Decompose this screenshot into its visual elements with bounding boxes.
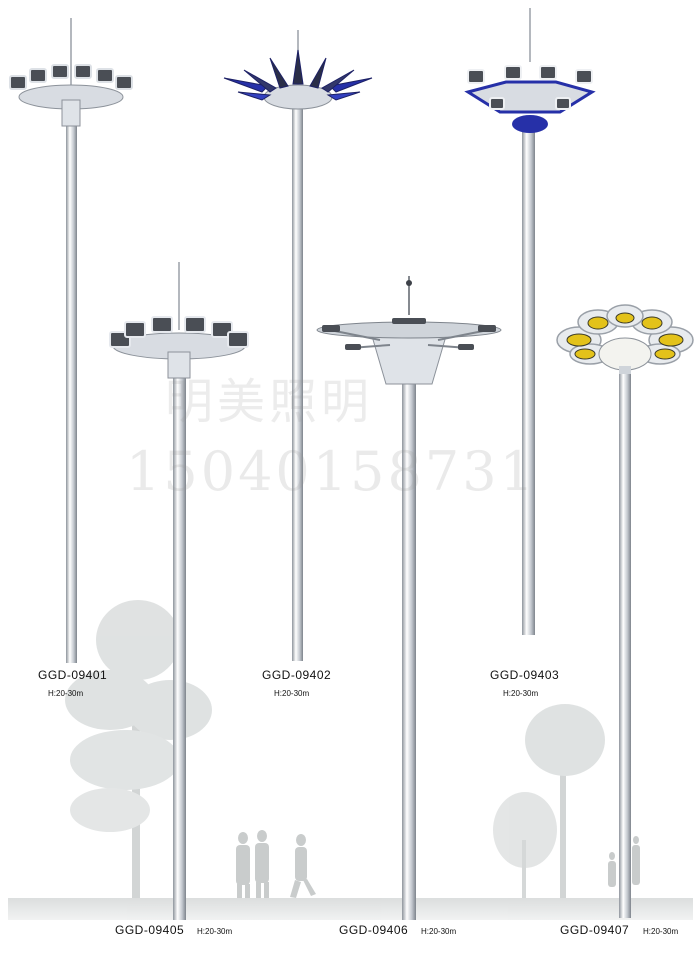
- model-label-ggd-09406: GGD-09406: [339, 923, 409, 937]
- lamp-ggd-09402: [223, 30, 373, 661]
- floodlight-heads: [9, 64, 133, 90]
- pole: [173, 360, 186, 920]
- model-label-ggd-09403: GGD-09403: [490, 668, 560, 682]
- model-label-ggd-09405: GGD-09405: [115, 923, 185, 937]
- lamp-ggd-09403: [464, 8, 596, 635]
- pedestrians: [236, 830, 640, 900]
- tree-left: [65, 600, 212, 905]
- floodlight-heads: [109, 316, 249, 348]
- lamp-ggd-09406: [316, 276, 502, 920]
- height-label-ggd-09405: H:20-30m: [197, 927, 233, 936]
- height-label-ggd-09402: H:20-30m: [274, 689, 310, 698]
- tree-right: [493, 704, 605, 905]
- model-label-ggd-09402: GGD-09402: [262, 668, 332, 682]
- watermark-phone: 15040158731: [126, 440, 537, 503]
- ground: [8, 898, 693, 920]
- height-label-ggd-09401: H:20-30m: [48, 689, 84, 698]
- watermark-company: 明美照明: [165, 374, 374, 430]
- floodlight-heads: [322, 318, 496, 350]
- height-label-ggd-09407: H:20-30m: [643, 927, 679, 936]
- pole: [66, 108, 77, 663]
- flower-petals: [566, 312, 684, 360]
- pole: [619, 370, 631, 918]
- blade-heads: [223, 49, 373, 101]
- lamp-ggd-09401: [9, 18, 133, 663]
- height-label-ggd-09406: H:20-30m: [421, 927, 457, 936]
- background-scenery: [8, 600, 693, 920]
- lamp-ggd-09407: [556, 304, 694, 918]
- height-label-ggd-09403: H:20-30m: [503, 689, 539, 698]
- lamp-ggd-09405: [109, 262, 249, 920]
- pole: [522, 128, 535, 635]
- model-label-ggd-09401: GGD-09401: [38, 668, 108, 682]
- pole: [402, 382, 416, 920]
- floodlight-heads: [467, 65, 593, 110]
- pole: [292, 108, 303, 661]
- model-label-ggd-09407: GGD-09407: [560, 923, 630, 937]
